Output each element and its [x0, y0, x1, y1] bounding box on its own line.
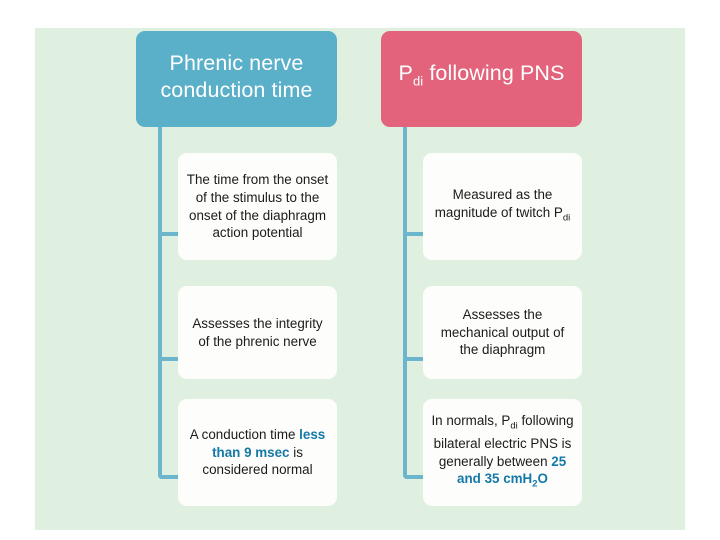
connector-rail: [403, 127, 407, 479]
column-header-label: Pdi following PNS: [399, 60, 565, 94]
column-header-phrenic-nerve-conduction-time[interactable]: Phrenic nerve conduction time: [136, 31, 337, 127]
highlight-conduction-threshold: less than 9 msec: [212, 427, 326, 460]
subscript-2: 2: [532, 478, 538, 490]
content-card[interactable]: Assesses the integrity of the phrenic ne…: [178, 286, 337, 379]
subscript-di: di: [412, 73, 424, 89]
text-segment: O: [537, 471, 548, 487]
text-segment: A conduction time: [189, 427, 300, 443]
text-segment: following bilateral electric PNS is gene…: [433, 412, 574, 469]
connector-stub: [405, 357, 425, 361]
content-card-text: Assesses the integrity of the phrenic ne…: [192, 315, 323, 349]
content-card[interactable]: Assesses the mechanical output of the di…: [423, 286, 582, 379]
subscript-di: di: [510, 420, 518, 432]
text-segment: In normals, P: [431, 412, 511, 428]
content-card[interactable]: In normals, Pdi following bilateral elec…: [423, 399, 582, 506]
column-header-pdi-following-pns[interactable]: Pdi following PNS: [381, 31, 582, 127]
content-card-text: The time from the onset of the stimulus …: [186, 172, 329, 241]
connector-elbow: [403, 475, 425, 479]
content-card[interactable]: A conduction time less than 9 msec is co…: [178, 399, 337, 506]
highlight-pdi-range: 25 and 35 cmH2O: [457, 453, 567, 490]
content-card-text: A conduction time less than 9 msec is co…: [185, 426, 330, 479]
content-card[interactable]: The time from the onset of the stimulus …: [178, 153, 337, 260]
connector-elbow: [158, 475, 180, 479]
content-card-text: In normals, Pdi following bilateral elec…: [430, 412, 575, 494]
text-segment: P: [398, 60, 413, 85]
connector-stub: [160, 357, 180, 361]
connector-stub: [160, 232, 180, 236]
column-phrenic-nerve-conduction-time: Phrenic nerve conduction time The time f…: [136, 31, 337, 511]
text-segment: is considered normal: [202, 444, 313, 478]
column-header-label: Phrenic nerve conduction time: [160, 51, 313, 102]
content-card[interactable]: Measured as the magnitude of twitch Pdi: [423, 153, 582, 260]
text-segment: following PNS: [423, 60, 565, 85]
text-segment: Measured as the magnitude of twitch P: [434, 187, 563, 220]
slide-background: [35, 28, 685, 530]
connector-rail: [158, 127, 162, 479]
content-card-text: Measured as the magnitude of twitch Pdi: [430, 186, 575, 227]
subscript-di: di: [562, 212, 571, 224]
connector-stub: [405, 232, 425, 236]
column-pdi-following-pns: Pdi following PNS Measured as the magnit…: [381, 31, 582, 511]
content-card-text: Assesses the mechanical output of the di…: [440, 307, 565, 358]
text-segment: 25 and 35 cmH: [457, 453, 567, 487]
